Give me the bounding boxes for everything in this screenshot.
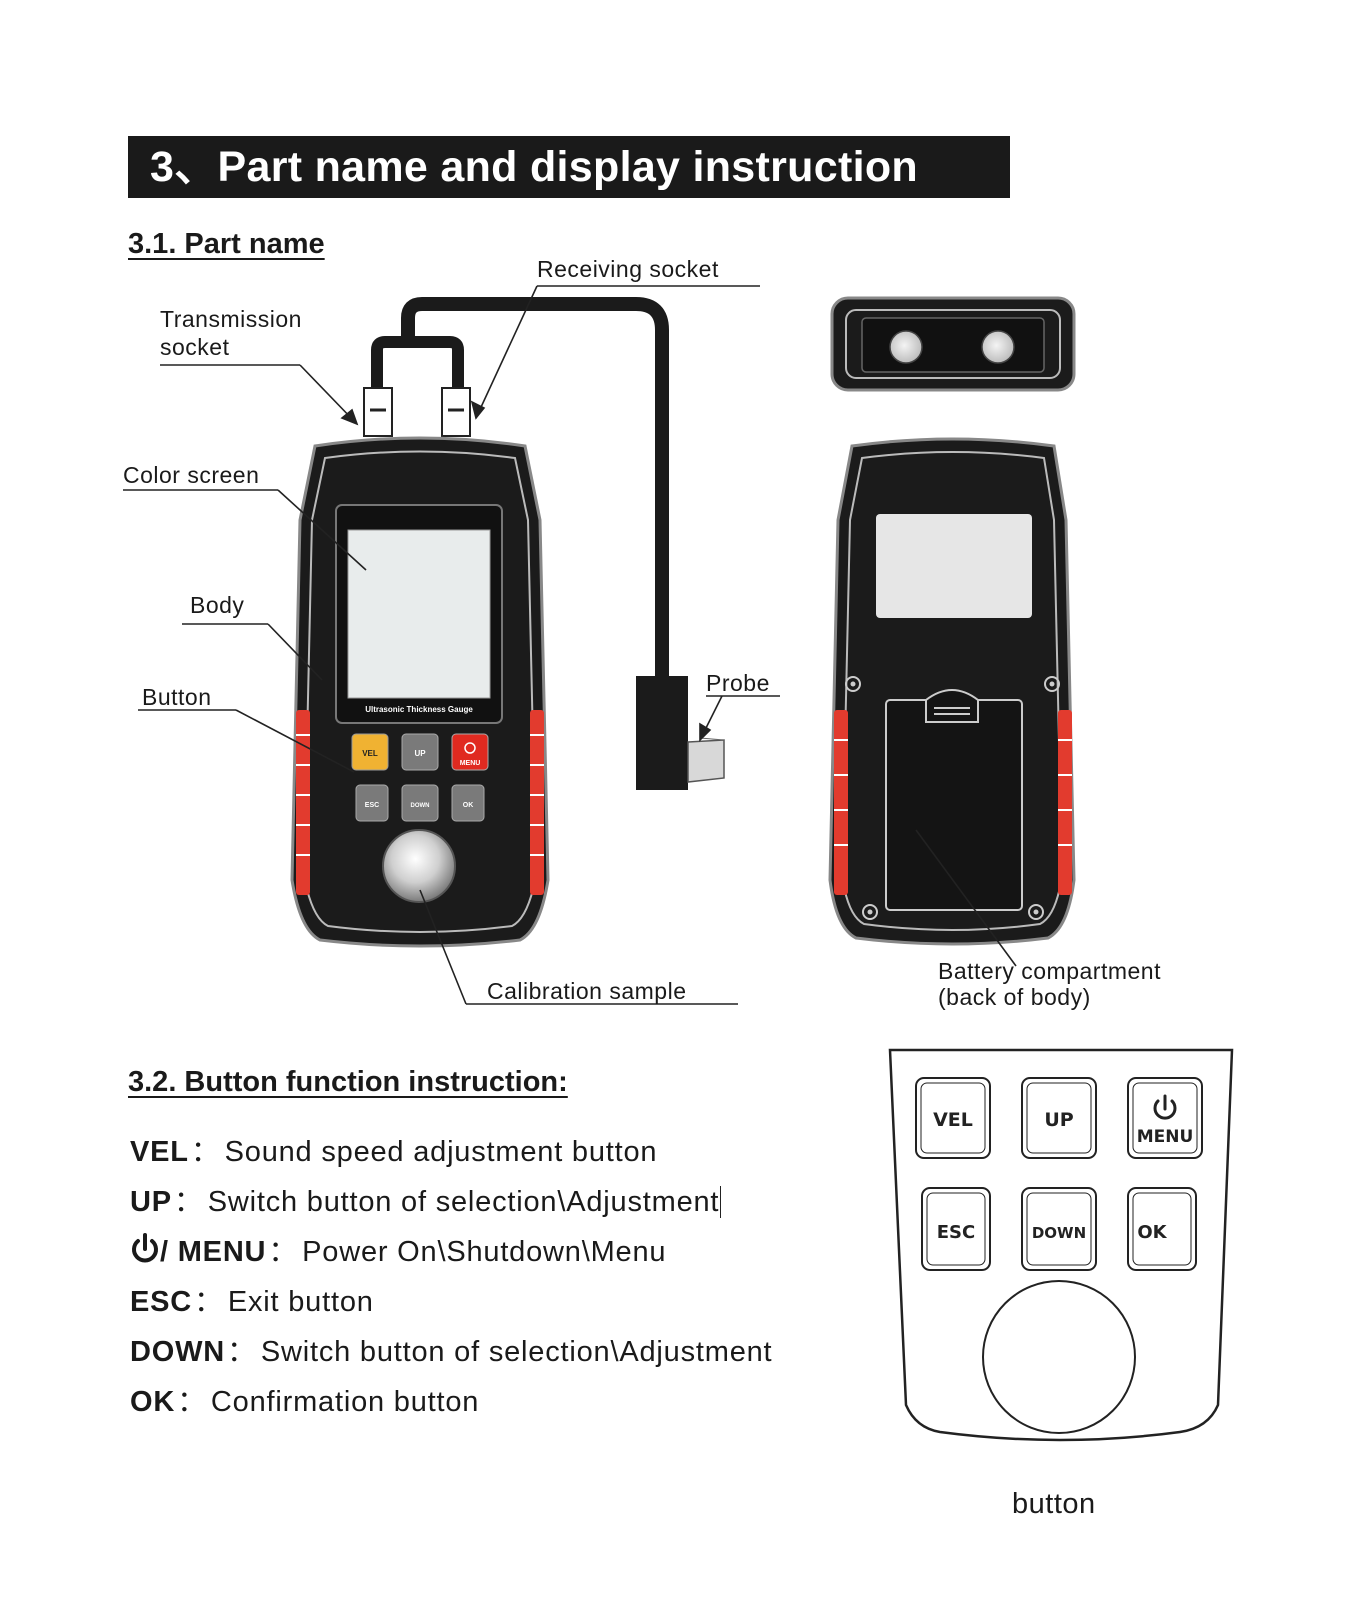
device-down-button [401,784,439,822]
device-esc-label: ESC [365,802,379,809]
label-battery-2: (back of body) [938,984,1091,1010]
fn-sep: ： [190,1136,221,1168]
fn-desc-down: Switch button of selection\Adjustment [260,1336,773,1368]
color-screen [347,529,491,699]
battery-compartment [885,699,1023,911]
list-item: VEL：Sound speed adjustment button [130,1128,772,1178]
fn-sep: ： [177,1386,207,1418]
part-name-heading: 3.1. Part name [128,228,325,260]
fn-desc-vel: Sound speed adjustment button [224,1136,658,1168]
label-probe: Probe [706,670,770,696]
keypad-diagram: VEL UP MENU ESC DOWN [888,1048,1234,1442]
device-ok-label: OK [463,802,474,809]
keypad-menu-label: MENU [1137,1127,1194,1147]
fn-key-down: DOWN [130,1336,226,1368]
keypad-vel-label: VEL [933,1109,973,1131]
keypad-down-label: DOWN [1032,1224,1086,1242]
left-grip [296,710,310,895]
list-item: UP：Switch button of selection\Adjustment [130,1178,772,1228]
fn-desc-esc: Exit button [227,1286,374,1318]
fn-desc-ok: Confirmation button [210,1386,480,1418]
list-item: / MENU：Power On\Shutdown\Menu [130,1228,772,1278]
label-transmission-socket-2: socket [160,334,230,360]
receiving-connector [441,387,471,437]
fn-sep: ： [227,1336,257,1368]
fn-desc-menu: Power On\Shutdown\Menu [302,1236,667,1268]
calibration-sample [382,829,456,903]
back-device [828,437,1076,946]
fn-desc-up: Switch button of selection\Adjustment [207,1186,720,1218]
fn-sep: ： [268,1236,299,1268]
keypad-up-label: UP [1044,1109,1073,1131]
keypad-caption: button [1012,1488,1096,1520]
keypad-down-button: DOWN [1021,1187,1097,1271]
device-esc-button [355,784,389,822]
transmission-connector [363,387,393,437]
label-calibration-sample: Calibration sample [487,978,687,1004]
keypad-ok-label: OK [1137,1222,1167,1243]
list-item: ESC：Exit button [130,1278,772,1328]
fn-key-menu: / MENU [160,1236,267,1268]
device-power-icon [464,742,476,754]
section-title: 3、Part name and display instruction [150,143,918,191]
device-vel-button [351,733,389,771]
device-menu-button [451,733,489,771]
device-ok-button [451,784,485,822]
list-item: OK：Confirmation button [130,1378,772,1428]
power-icon [1153,1094,1177,1120]
device-up-button [401,733,439,771]
button-function-heading: 3.2. Button function instruction: [128,1066,568,1098]
fn-key-ok: OK [130,1386,176,1418]
right-grip [530,710,544,895]
fn-key-esc: ESC [130,1286,193,1318]
label-button: Button [142,684,212,710]
label-receiving-socket: Receiving socket [537,256,719,282]
front-device: Ultrasonic Thickness Gauge VEL UP MENU E… [290,297,725,948]
keypad-esc-button: ESC [921,1187,991,1271]
fn-key-up: UP [130,1186,172,1218]
keypad-calibration-circle [982,1280,1136,1434]
fn-sep: ： [173,1186,204,1218]
label-body: Body [190,592,245,618]
keypad-menu-button: MENU [1127,1077,1203,1159]
label-transmission-socket-1: Transmission [160,306,302,332]
fn-key-vel: VEL [130,1136,189,1168]
label-battery-1: Battery compartment [938,958,1161,984]
fn-sep: ： [194,1286,224,1318]
probe [636,676,688,790]
device-menu-label: MENU [460,760,481,767]
keypad-ok-button: OK [1127,1187,1197,1271]
section-title-banner: 3、Part name and display instruction [128,136,1010,198]
back-label-plate [876,514,1032,618]
leader-lines [123,285,1017,1005]
keypad-up-button: UP [1021,1077,1097,1159]
device-down-label: DOWN [411,803,430,809]
list-item: DOWN：Switch button of selection\Adjustme… [130,1328,772,1378]
label-color-screen: Color screen [123,462,260,488]
keypad-vel-button: VEL [915,1077,991,1159]
power-icon [132,1233,158,1263]
device-vel-label: VEL [362,749,378,758]
keypad-esc-label: ESC [937,1222,975,1243]
button-function-list: VEL：Sound speed adjustment button UP：Swi… [130,1128,772,1428]
text-cursor [720,1186,722,1218]
screen-caption: Ultrasonic Thickness Gauge [365,705,473,714]
receiving-port [981,330,1015,364]
top-view-device [830,296,1076,392]
device-up-label: UP [414,749,426,758]
transmission-port [889,330,923,364]
